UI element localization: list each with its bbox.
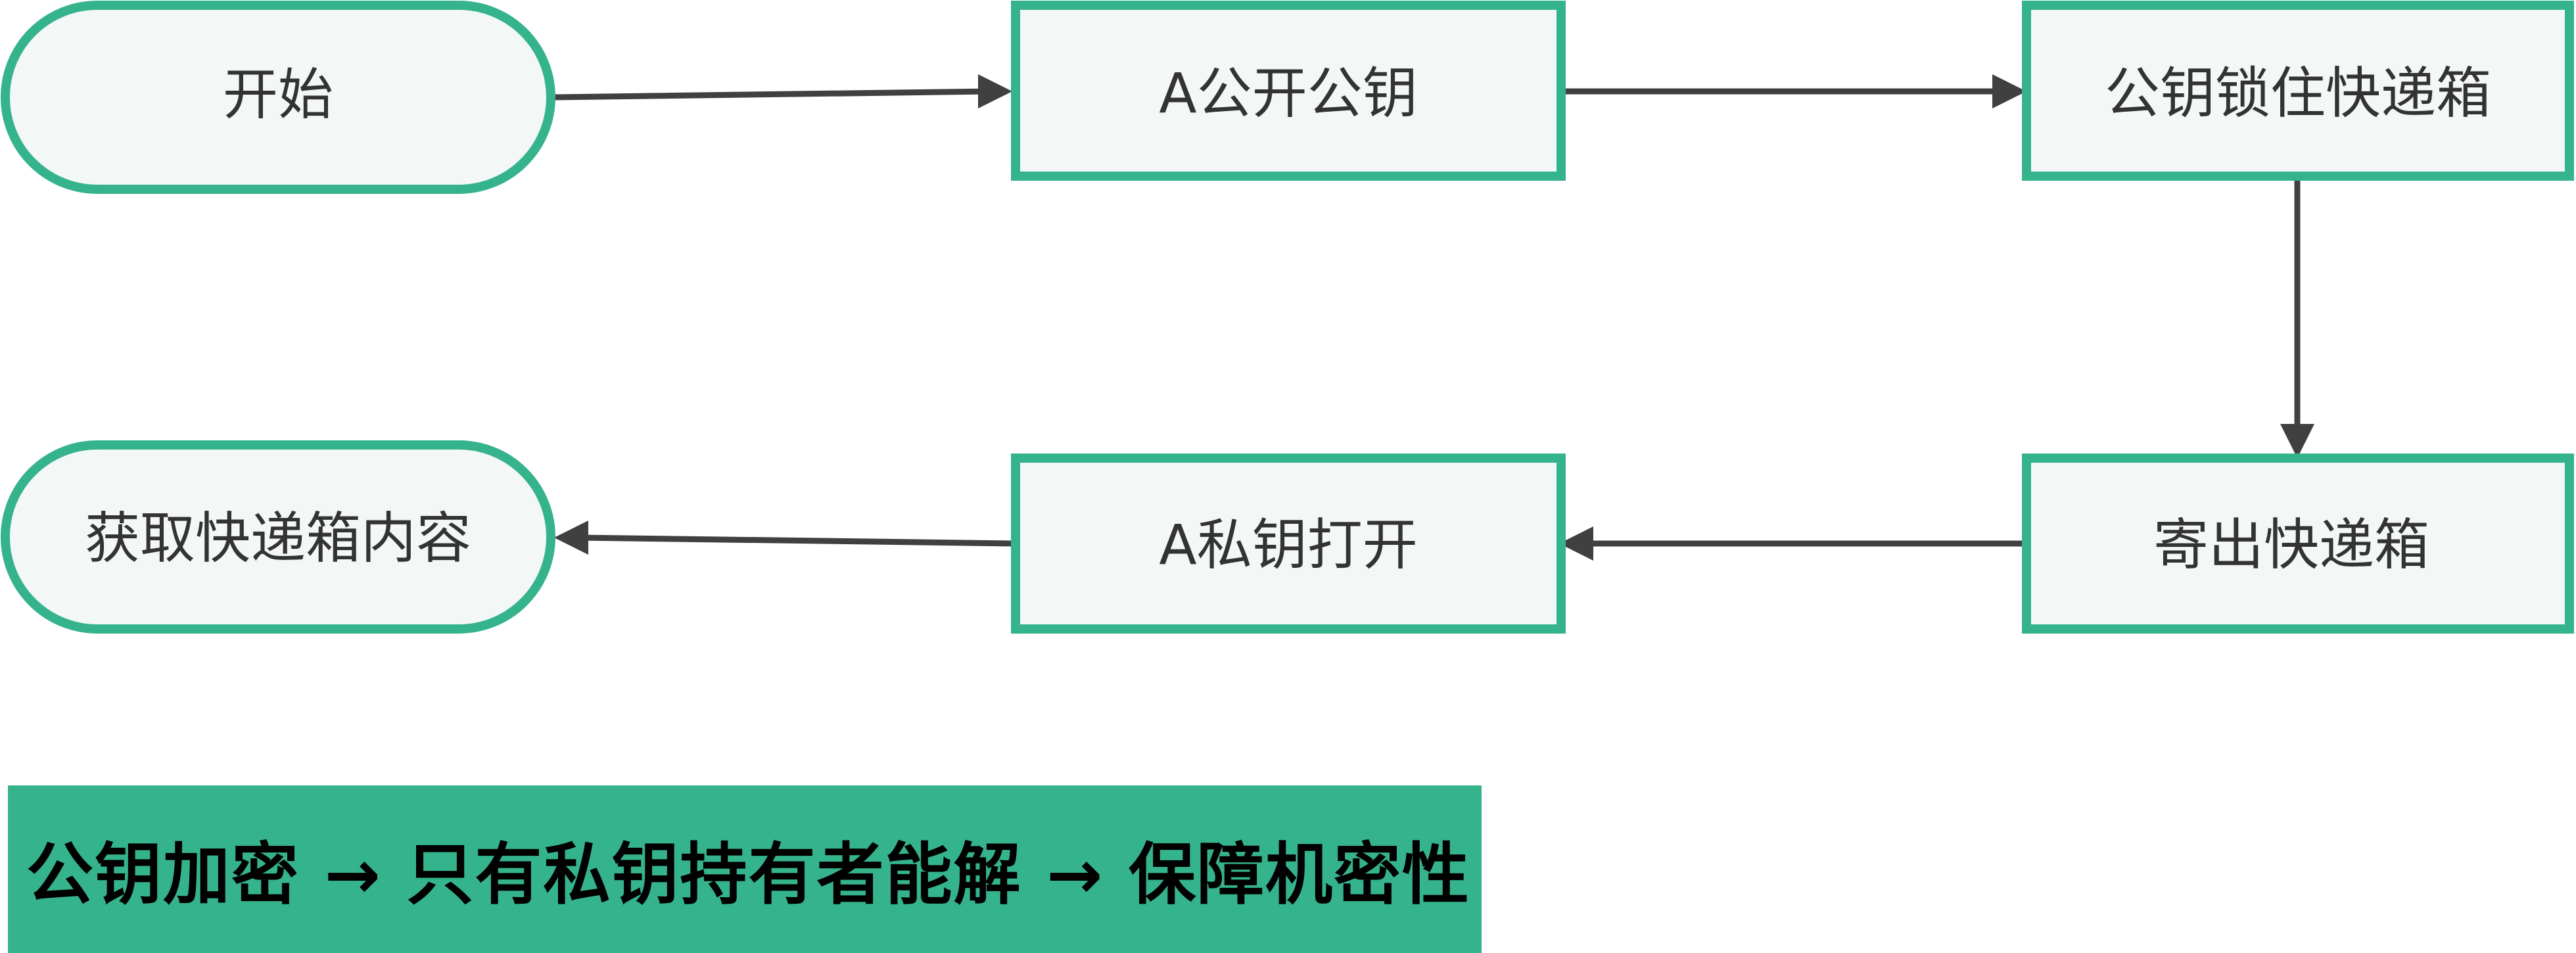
node-label: 获取快递箱内容: [85, 506, 471, 570]
arrowhead-publish-to-lock: [1992, 74, 2026, 108]
node-label: 公钥锁住快递箱: [2105, 61, 2491, 126]
edge-start-to-publish: [553, 88, 990, 101]
node-lock-box: 公钥锁住快递箱: [2022, 1, 2574, 181]
node-label: A私钥打开: [1159, 513, 1417, 577]
process-shape: [2022, 453, 2574, 634]
terminal-shape: [1, 1, 555, 194]
node-send-box: 寄出快递箱: [2022, 453, 2574, 634]
arrowhead-lock-to-send: [2280, 424, 2314, 458]
edges: [553, 74, 2314, 561]
process-shape: [2022, 1, 2574, 181]
node-label: 开始: [223, 62, 333, 127]
process-shape: [1011, 1, 1566, 181]
node-get-content: 获取快递箱内容: [1, 440, 555, 634]
node-label: A公开公钥: [1159, 61, 1417, 126]
summary-banner: 公钥加密 → 只有私钥持有者能解 → 保障机密性: [8, 785, 1482, 953]
node-a-publish-key: A公开公钥: [1011, 1, 1566, 181]
process-shape: [1011, 453, 1566, 634]
edge-private-to-content: [578, 534, 1016, 547]
arrowhead-send-to-private: [1559, 526, 1593, 561]
arrowhead-private-to-content: [554, 521, 588, 555]
terminal-shape: [1, 440, 555, 634]
node-label: 寄出快递箱: [2153, 513, 2429, 577]
summary-text: 公钥加密 → 只有私钥持有者能解 → 保障机密性: [26, 836, 1470, 914]
node-a-private-open: A私钥打开: [1011, 453, 1566, 634]
arrowhead-start-to-publish: [978, 74, 1012, 108]
node-start: 开始: [1, 1, 555, 194]
